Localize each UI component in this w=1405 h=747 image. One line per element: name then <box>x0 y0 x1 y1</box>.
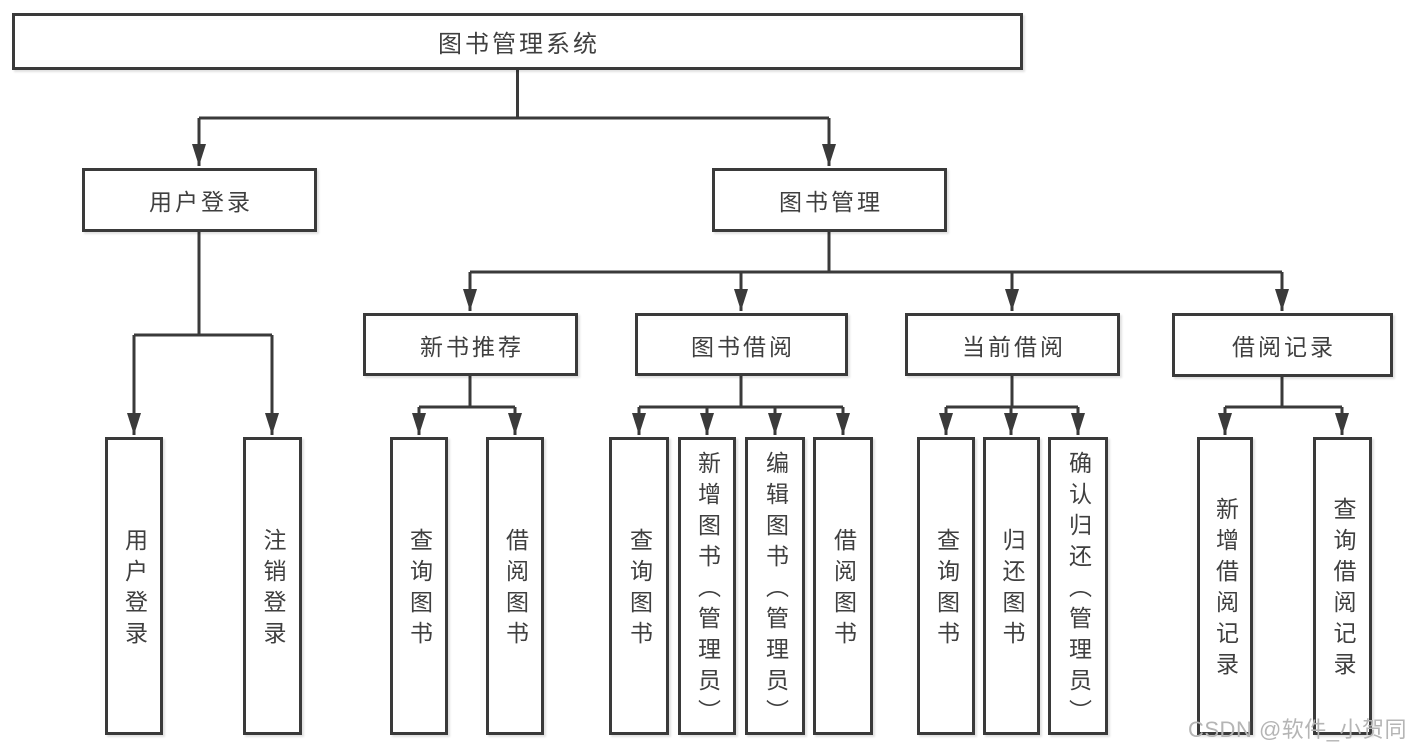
connector-new-book-recommend-stem <box>419 376 515 409</box>
leaf-logout: 注销登录 <box>243 437 302 735</box>
node-book-borrowing: 图书借阅 <box>635 313 848 376</box>
node-user-login: 用户登录 <box>82 168 317 232</box>
connector-user-login-stem <box>134 232 272 337</box>
leaf-cb-confirm-return-admin: 确认归还（管理员） <box>1048 437 1108 735</box>
node-borrowing-records: 借阅记录 <box>1172 313 1393 377</box>
csdn-watermark: CSDN @软件_小贺同学 <box>1188 717 1405 742</box>
leaf-user-login: 用户登录 <box>105 437 163 735</box>
leaf-bb-edit-books-admin: 编辑图书（管理员） <box>745 437 805 735</box>
connector-borrowing-records-stem <box>1225 376 1342 409</box>
leaf-bb-query-books: 查询图书 <box>609 437 669 735</box>
node-current-borrowing: 当前借阅 <box>905 313 1120 376</box>
leaf-cb-return-books: 归还图书 <box>983 437 1040 735</box>
leaf-br-query-borrow-record: 查询借阅记录 <box>1313 437 1372 735</box>
connector-book-borrowing-stem <box>639 376 843 409</box>
leaf-nbr-borrow-books: 借阅图书 <box>486 437 544 735</box>
connector-root-stem <box>199 70 829 120</box>
connector-current-borrowing-stem <box>946 376 1078 409</box>
leaf-bb-add-books-admin: 新增图书（管理员） <box>678 437 736 735</box>
leaf-bb-borrow-books: 借阅图书 <box>813 437 873 735</box>
leaf-cb-query-books: 查询图书 <box>917 437 975 735</box>
node-new-book-recommend: 新书推荐 <box>363 313 578 376</box>
node-book-management: 图书管理 <box>712 168 947 232</box>
leaf-br-add-borrow-record: 新增借阅记录 <box>1197 437 1253 735</box>
connector-book-management-stem <box>470 232 1282 274</box>
node-root-system: 图书管理系统 <box>12 13 1023 70</box>
leaf-nbr-query-books: 查询图书 <box>390 437 448 735</box>
